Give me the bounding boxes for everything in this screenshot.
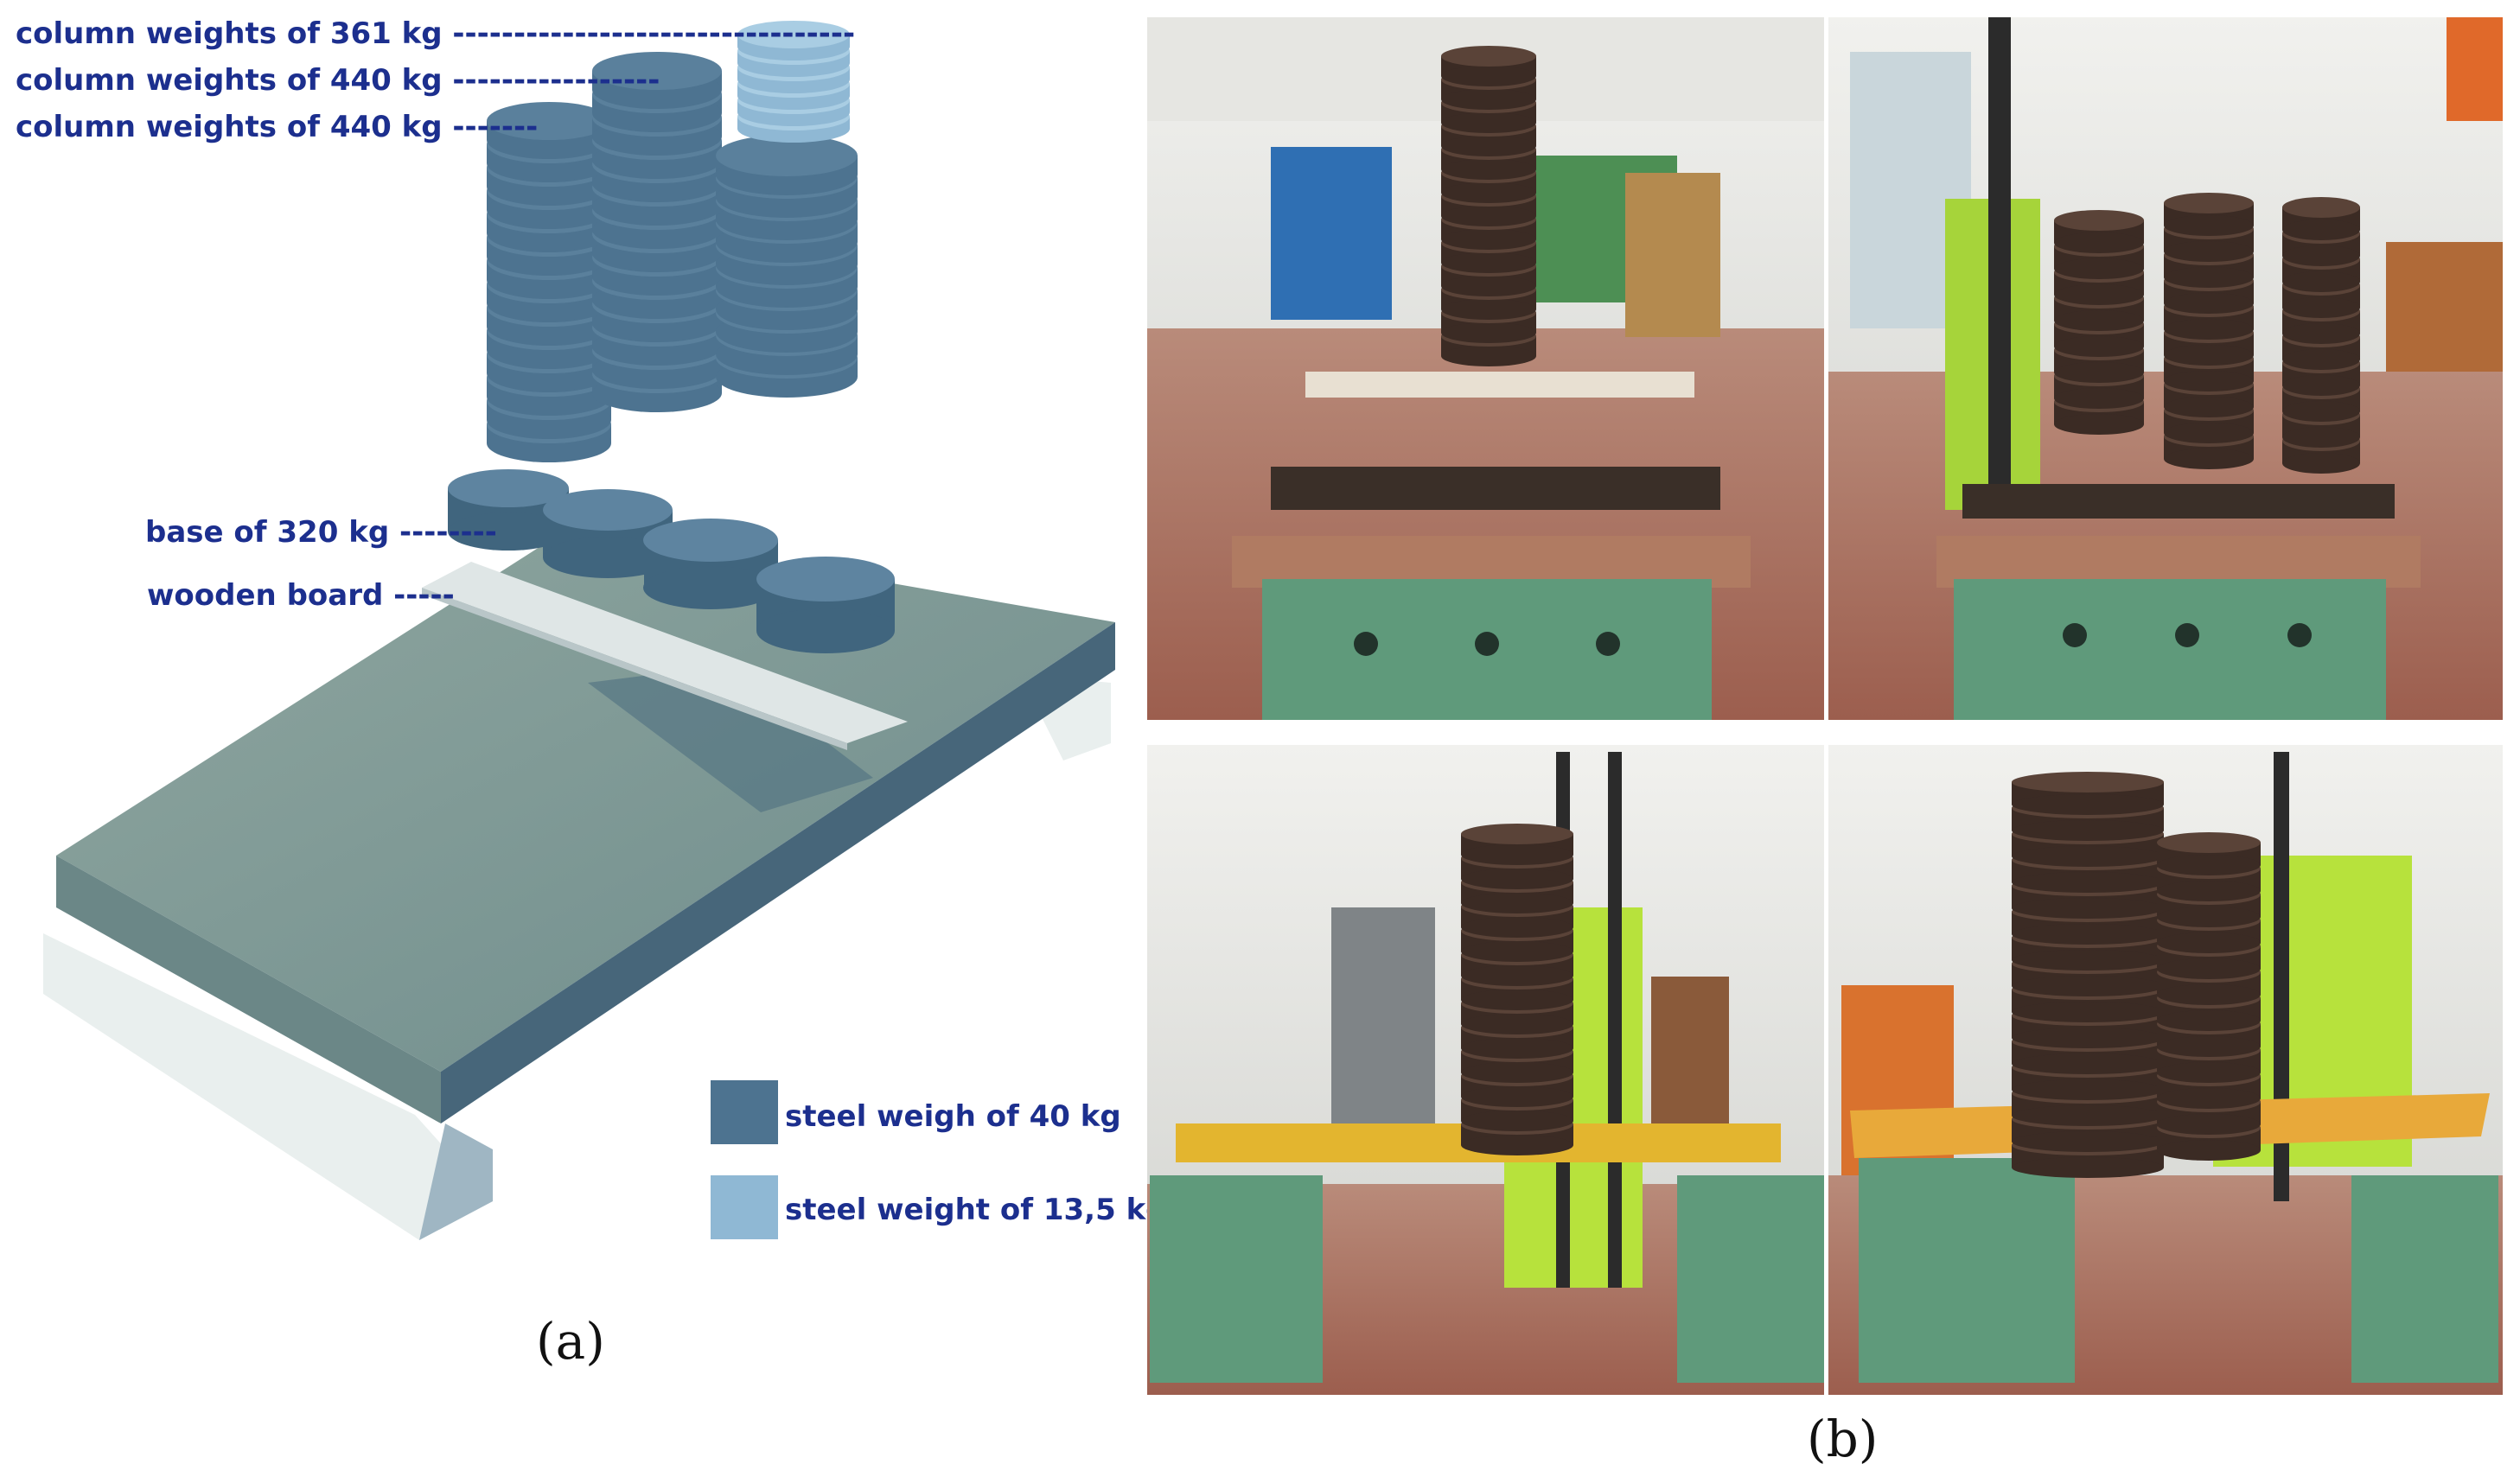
photo-disk: [2157, 832, 2261, 875]
base-weights: [448, 469, 895, 653]
support-front: [43, 933, 493, 1240]
legend-label-40kg: steel weigh of 40 kg: [785, 1099, 1121, 1134]
slab-shadow: [588, 665, 873, 812]
caption-a: (a): [536, 1312, 605, 1371]
weight-disk-13-5kg: [737, 21, 850, 60]
photo-disk: [2012, 772, 2164, 815]
caption-b: (b): [1807, 1410, 1878, 1468]
weight-disk-40kg: [487, 102, 611, 159]
legend: steel weigh of 40 kg steel weight of 13,…: [711, 1080, 1167, 1239]
photo-disk: [2054, 210, 2144, 253]
slab-top: [56, 527, 1115, 1072]
legend-label-13-5kg: steel weight of 13,5 kg: [785, 1193, 1167, 1227]
slab-front: [56, 856, 441, 1123]
wooden-board: [422, 562, 908, 743]
photo-weight-stacks: [1441, 46, 2360, 1178]
wooden-board-edge: [422, 588, 847, 750]
slab-side: [441, 622, 1115, 1123]
weight-columns: [487, 21, 858, 462]
label-column-440-b: column weights of 440 kg -------: [16, 110, 538, 144]
weight-disk-40kg: [592, 52, 722, 109]
label-column-440-a: column weights of 440 kg ---------------…: [16, 63, 660, 98]
base-disk: [756, 557, 895, 653]
label-base: base of 320 kg --------: [145, 515, 497, 550]
diagram-panel: column weights of 361 kg ---------------…: [16, 16, 1167, 1371]
photo-disk: [2164, 193, 2254, 236]
label-column-361: column weights of 361 kg ---------------…: [16, 16, 855, 51]
photo-disk: [1441, 46, 1536, 86]
legend-swatch-40kg: [711, 1080, 778, 1144]
support-front-side: [419, 1123, 493, 1240]
base-disk: [543, 489, 673, 578]
photo-panel: (b): [1147, 17, 2503, 1468]
base-disk: [643, 519, 778, 609]
legend-swatch-13-5kg: [711, 1175, 778, 1239]
photo-disk: [1461, 824, 1573, 865]
label-wooden-board: wooden board -----: [147, 578, 455, 613]
weight-disk-40kg: [716, 135, 858, 195]
photo-disk: [2282, 197, 2360, 240]
